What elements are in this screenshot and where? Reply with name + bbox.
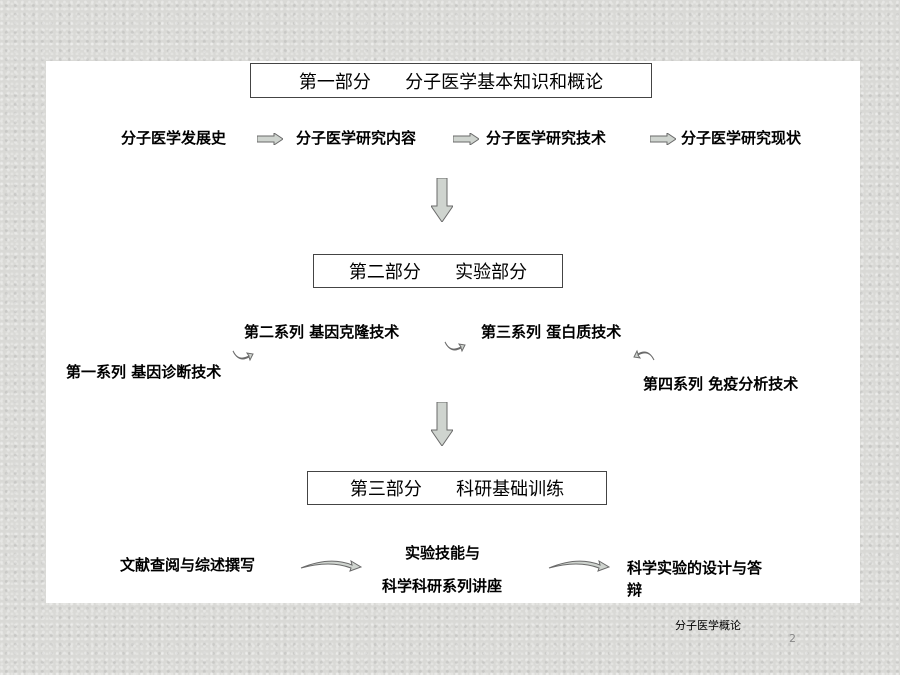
down-arrow-icon xyxy=(431,402,453,446)
down-arrow-icon xyxy=(431,178,453,222)
part3-left-text: 文献查阅与综述撰写 xyxy=(120,556,256,574)
curved-arrow-icon xyxy=(633,349,655,361)
slide xyxy=(46,61,860,603)
curved-arrow-icon xyxy=(548,559,610,572)
series-1: 第一系列 基因诊断技术 xyxy=(66,363,222,381)
series-2: 第二系列 基因克隆技术 xyxy=(244,323,400,341)
part3-right-line2: 辩 xyxy=(627,581,643,599)
part1-title-box: 第一部分 分子医学基本知识和概论 xyxy=(250,63,652,98)
part1-step-4: 分子医学研究现状 xyxy=(681,129,802,147)
series-4: 第四系列 免疫分析技术 xyxy=(643,375,799,393)
right-arrow-icon xyxy=(453,133,479,145)
part3-center-line1: 实验技能与 xyxy=(405,544,481,562)
part1-step-1: 分子医学发展史 xyxy=(121,129,227,147)
part3-title-box: 第三部分 科研基础训练 xyxy=(307,471,607,505)
curved-arrow-icon xyxy=(300,559,362,572)
part2-title-box: 第二部分 实验部分 xyxy=(313,254,563,288)
series-3: 第三系列 蛋白质技术 xyxy=(481,323,622,341)
right-arrow-icon xyxy=(650,133,676,145)
curved-arrow-icon xyxy=(444,341,466,353)
page-number: 2 xyxy=(789,632,796,645)
right-arrow-icon xyxy=(257,133,283,145)
part3-center-line2: 科学科研系列讲座 xyxy=(382,577,503,595)
part1-step-3: 分子医学研究技术 xyxy=(486,129,607,147)
footer-title: 分子医学概论 xyxy=(675,619,741,632)
part1-step-2: 分子医学研究内容 xyxy=(296,129,417,147)
curved-arrow-icon xyxy=(232,350,254,362)
part3-right-line1: 科学实验的设计与答 xyxy=(627,559,763,577)
